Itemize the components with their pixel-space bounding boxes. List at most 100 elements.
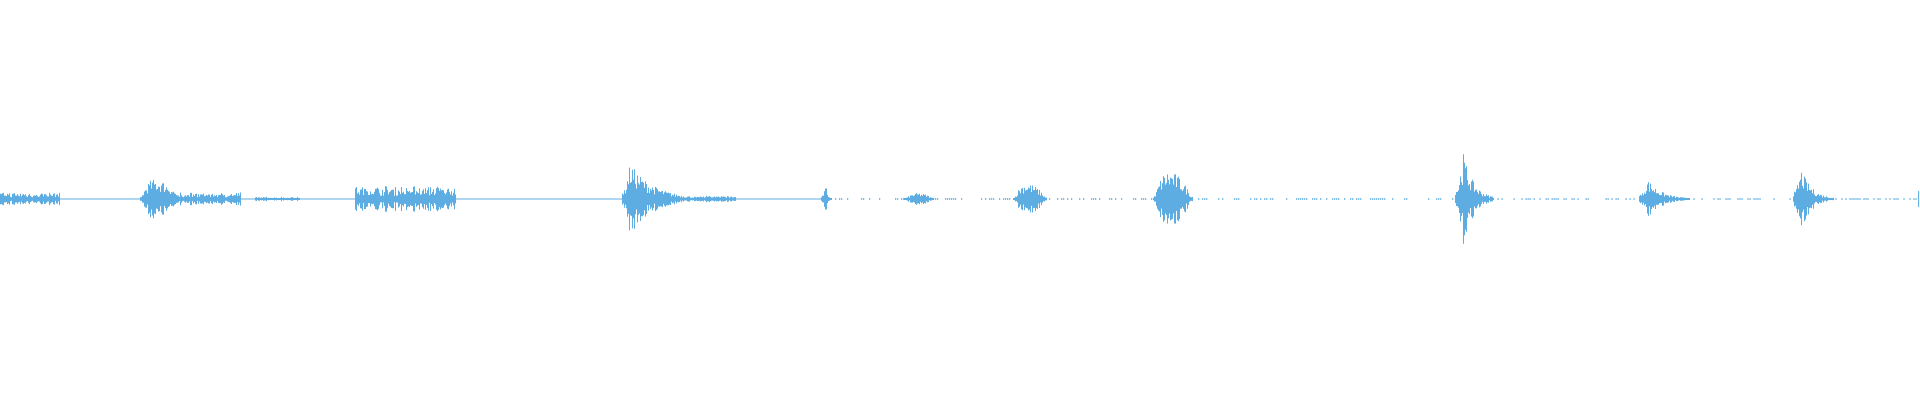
waveform-sample — [666, 192, 667, 206]
waveform-sample — [677, 196, 678, 202]
waveform-sample — [434, 195, 435, 203]
waveform-sample — [219, 194, 220, 204]
waveform-sample — [1040, 195, 1041, 203]
waveform-sample — [1, 193, 2, 205]
waveform-sample — [1657, 193, 1658, 205]
waveform-sample — [692, 197, 693, 201]
waveform-sample — [366, 191, 367, 207]
waveform-sample — [693, 198, 694, 200]
waveform-sparse-sample — [1759, 198, 1761, 200]
waveform-sample — [1470, 190, 1471, 208]
waveform-sample — [707, 196, 708, 202]
waveform-sample — [1459, 185, 1460, 213]
waveform-sample — [181, 195, 182, 203]
waveform-sparse-sample — [1527, 198, 1529, 200]
waveform-sample — [182, 196, 183, 202]
waveform-sample — [933, 198, 934, 200]
waveform-sample — [364, 188, 365, 210]
waveform-sample — [425, 188, 426, 210]
waveform-sample — [643, 182, 644, 216]
waveform-sample — [689, 196, 690, 202]
waveform-sample — [1166, 182, 1167, 216]
waveform-sparse-sample — [1254, 198, 1256, 200]
waveform-sample — [682, 197, 683, 201]
waveform-sample — [907, 197, 908, 201]
waveform-sample — [25, 194, 26, 204]
waveform-sample — [645, 181, 646, 217]
waveform-sample — [717, 196, 718, 202]
waveform-sample — [652, 187, 653, 211]
waveform-sparse-sample — [1749, 198, 1751, 200]
waveform-sparse-sample — [1909, 198, 1911, 200]
waveform-sample — [59, 192, 60, 206]
waveform-sample — [409, 190, 410, 208]
waveform-sample — [915, 193, 916, 205]
waveform-sample — [442, 189, 443, 209]
waveform-sample — [1032, 185, 1033, 213]
waveform-sample — [23, 194, 24, 204]
waveform-sample — [1689, 198, 1690, 200]
waveform-sample — [715, 197, 716, 201]
waveform-sparse-sample — [1083, 198, 1085, 200]
waveform-sample — [437, 186, 438, 212]
waveform-sample — [670, 193, 671, 205]
waveform-sample — [1037, 189, 1038, 209]
waveform-sparse-sample — [1204, 198, 1206, 200]
waveform-sparse-sample — [1753, 198, 1755, 200]
waveform-sample — [1794, 191, 1795, 207]
waveform-sparse-sample — [1314, 198, 1316, 200]
waveform-sample — [1805, 178, 1806, 220]
waveform-sample — [375, 188, 376, 210]
waveform-sample — [1673, 196, 1674, 202]
waveform-sample — [179, 196, 180, 202]
waveform-sample — [1162, 183, 1163, 215]
waveform-sample — [658, 191, 659, 207]
waveform-sample — [1490, 196, 1491, 202]
waveform-sparse-sample — [1577, 198, 1579, 200]
waveform-sample — [378, 189, 379, 209]
waveform-sparse-sample — [1320, 198, 1322, 200]
waveform-sparse-sample — [1553, 198, 1555, 200]
waveform-sample — [211, 194, 212, 204]
waveform-sample — [57, 194, 58, 204]
waveform-sample — [1809, 189, 1810, 209]
waveform-sample — [183, 197, 184, 201]
waveform-sample — [1811, 189, 1812, 209]
waveform-sample — [1825, 197, 1826, 201]
waveform-sample — [436, 188, 437, 210]
waveform-sample — [632, 169, 633, 229]
waveform-sparse-sample — [1877, 198, 1879, 200]
waveform-sample — [149, 185, 150, 213]
waveform-sparse-sample — [1218, 198, 1220, 200]
waveform-sample — [1483, 194, 1484, 204]
waveform-sample — [1640, 194, 1641, 204]
waveform-sample — [1033, 190, 1034, 208]
waveform-sample — [40, 194, 41, 204]
waveform-sample — [1670, 195, 1671, 203]
waveform-sample — [1042, 195, 1043, 203]
waveform-sparse-sample — [1202, 198, 1204, 200]
waveform-sample — [147, 193, 148, 205]
waveform-sparse-sample — [1497, 198, 1499, 200]
waveform-sample — [1828, 197, 1829, 201]
waveform-sample — [713, 197, 714, 201]
waveform-sparse-sample — [1755, 198, 1757, 200]
waveform-sample — [680, 197, 681, 201]
waveform-sample — [424, 193, 425, 205]
waveform-sample — [1184, 186, 1185, 212]
waveform-sample — [928, 196, 929, 202]
waveform-sample — [1816, 196, 1817, 202]
waveform-sample — [694, 196, 695, 202]
waveform-sample — [291, 197, 292, 201]
waveform-sample — [1153, 197, 1154, 201]
waveform-sparse-sample — [1428, 198, 1430, 200]
waveform-sample — [1031, 192, 1032, 206]
waveform-sparse-sample — [1298, 198, 1300, 200]
waveform-sample — [1819, 195, 1820, 203]
waveform-sample — [1682, 197, 1683, 201]
waveform-sparse-sample — [993, 198, 995, 200]
waveform-sample — [655, 186, 656, 212]
waveform-sample — [441, 190, 442, 208]
waveform-sparse-sample — [1296, 198, 1298, 200]
